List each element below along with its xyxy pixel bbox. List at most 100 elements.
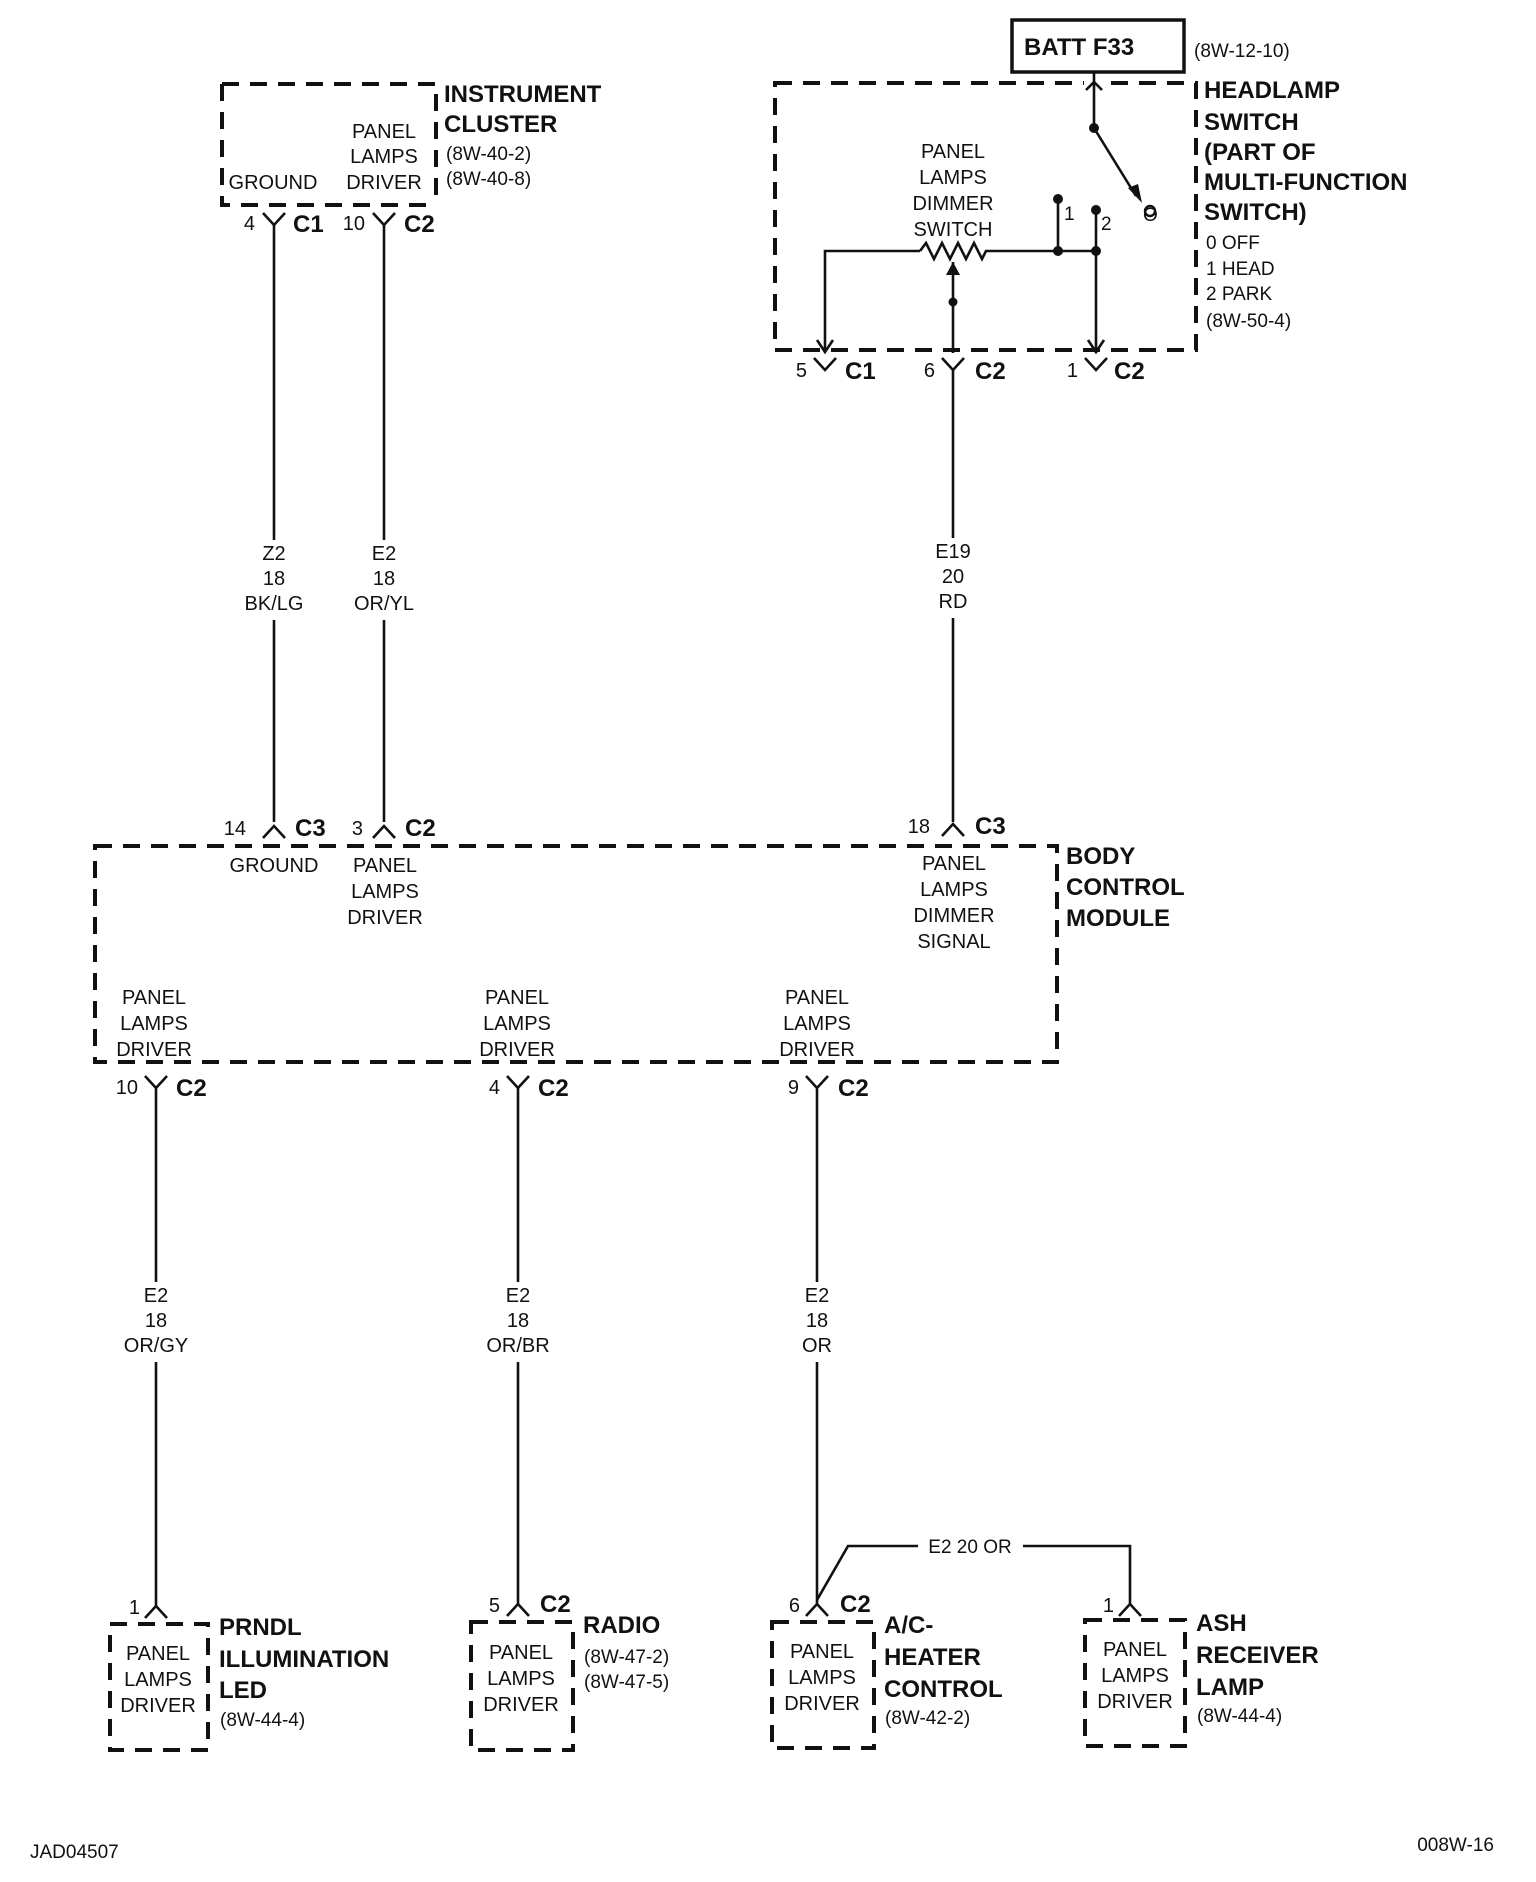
instrument-cluster-ref-2: (8W-40-8)	[446, 169, 531, 190]
fuse-label: BATT F33	[1024, 34, 1134, 61]
bcm-top-dimmer-conn: C3	[975, 813, 1006, 840]
wire-code: Z2	[262, 543, 285, 565]
load-2-inner-2: LAMPS	[788, 1667, 856, 1689]
hs-conn-b-pin: 6	[924, 360, 935, 382]
load-2-title-1: A/C-	[884, 1612, 933, 1639]
connector-female-icon	[262, 212, 286, 227]
load-3-ref-1: (8W-44-4)	[1197, 1706, 1282, 1727]
load-3-inner-1: PANEL	[1103, 1639, 1167, 1661]
ash-receiver-lamp: 1 PANEL LAMPS DRIVER ASH RECEIVER LAMP (…	[1083, 1595, 1319, 1748]
junction-dot	[1091, 246, 1101, 256]
instrument-cluster-title-2: CLUSTER	[444, 111, 557, 138]
headlamp-position-0: 0 OFF	[1206, 233, 1260, 254]
bcm-bottom-1-pin: 4	[489, 1077, 500, 1099]
wire-gauge: 18	[507, 1310, 529, 1332]
wire-label-e2-oryl: E2 18 OR/YL	[354, 543, 414, 615]
headlamp-ref: (8W-50-4)	[1206, 311, 1291, 332]
bcm-top-driver-label-1: PANEL	[353, 855, 417, 877]
bcm-bottom-2-pin: 9	[788, 1077, 799, 1099]
load-0-inner-3: DRIVER	[120, 1695, 196, 1717]
connector-male-icon	[372, 824, 396, 839]
load-2-title-3: CONTROL	[884, 1676, 1003, 1703]
fuse-batt-f33: BATT F33 (8W-12-10)	[1010, 18, 1290, 74]
fuse-ref: (8W-12-10)	[1194, 41, 1290, 62]
bcm-bottom-2-label-1: PANEL	[785, 987, 849, 1009]
load-0-title-2: ILLUMINATION	[219, 1646, 389, 1673]
bcm-bottom-0-conn: C2	[176, 1075, 207, 1102]
load-1-title-1: RADIO	[583, 1612, 660, 1639]
switch-contact-2-label: 2	[1101, 214, 1112, 235]
switch-blade	[1092, 127, 1138, 197]
bcm-bottom-2-label-2: LAMPS	[783, 1013, 851, 1035]
bcm-top-dimmer-label-3: DIMMER	[913, 905, 994, 927]
footer-left-code: JAD04507	[30, 1842, 119, 1863]
headlamp-title-3: (PART OF	[1204, 139, 1316, 166]
instrument-cluster: INSTRUMENT CLUSTER (8W-40-2) (8W-40-8) G…	[220, 81, 602, 238]
bcm-top-driver-label-2: LAMPS	[351, 881, 419, 903]
wire-gauge: 18	[373, 568, 395, 590]
bcm-top-dimmer-label-2: LAMPS	[920, 879, 988, 901]
connector-male-icon	[805, 1602, 829, 1617]
headlamp-switch: HEADLAMP SWITCH (PART OF MULTI-FUNCTION …	[773, 72, 1408, 385]
load-3-inner-3: DRIVER	[1097, 1691, 1173, 1713]
splice-wire-label: E2 20 OR	[928, 1537, 1011, 1558]
load-1-ref-1: (8W-47-2)	[584, 1647, 669, 1668]
hs-conn-c-pin: 1	[1067, 360, 1078, 382]
switch-contact-0	[1143, 204, 1157, 218]
wire-color: BK/LG	[245, 593, 304, 615]
dimmer-label-3: DIMMER	[912, 193, 993, 215]
headlamp-position-2: 2 PARK	[1206, 284, 1273, 305]
bcm-top-ground-conn: C3	[295, 815, 326, 842]
dimmer-left-wire	[823, 249, 920, 352]
bcm-bottom-0-label-3: DRIVER	[116, 1039, 192, 1061]
load-1-conn: C2	[540, 1591, 571, 1618]
cluster-driver-pin: 10	[343, 213, 365, 235]
dimmer-label-1: PANEL	[921, 141, 985, 163]
instrument-cluster-ground-label: GROUND	[229, 172, 318, 194]
cluster-ground-pin: 4	[244, 213, 255, 235]
wire-label-z2: Z2 18 BK/LG	[245, 543, 304, 615]
wire-gauge: 18	[145, 1310, 167, 1332]
hs-conn-c-conn: C2	[1114, 358, 1145, 385]
load-1-inner-3: DRIVER	[483, 1694, 559, 1716]
junction-dot	[1053, 246, 1063, 256]
wire-code: E2	[144, 1285, 168, 1307]
connector-male-icon	[506, 1602, 530, 1617]
load-2-pin: 6	[789, 1595, 800, 1617]
wiper-dot	[948, 297, 958, 307]
hs-conn-b-conn: C2	[975, 358, 1006, 385]
switch-contact-1-label: 1	[1064, 204, 1075, 225]
radio: 5 C2 PANEL LAMPS DRIVER RADIO (8W-47-2) …	[469, 1591, 669, 1752]
wire-code: E2	[506, 1285, 530, 1307]
bcm-top-driver-label-3: DRIVER	[347, 907, 423, 929]
load-3-title-2: RECEIVER	[1196, 1642, 1319, 1669]
headlamp-position-1: 1 HEAD	[1206, 259, 1275, 280]
connector-male-icon	[262, 824, 286, 839]
cluster-driver-conn: C2	[404, 211, 435, 238]
headlamp-title-2: SWITCH	[1204, 109, 1299, 136]
bcm-bottom-1-label-3: DRIVER	[479, 1039, 555, 1061]
bcm-bottom-1-conn: C2	[538, 1075, 569, 1102]
load-3-title-3: LAMP	[1196, 1674, 1264, 1701]
connector-female-icon	[1084, 357, 1108, 372]
wire-code: E2	[805, 1285, 829, 1307]
instrument-cluster-driver-label-2: LAMPS	[350, 146, 418, 168]
wire-label-e19: E19 20 RD	[935, 541, 971, 613]
bcm-top-driver-pin: 3	[352, 818, 363, 840]
load-1-ref-2: (8W-47-5)	[584, 1672, 669, 1693]
connector-male-icon	[1118, 1602, 1142, 1617]
bcm-top-dimmer-pin: 18	[908, 816, 930, 838]
load-0-title-3: LED	[219, 1677, 267, 1704]
cluster-ground-conn: C1	[293, 211, 324, 238]
connector-female-icon	[941, 357, 965, 372]
bcm-bottom-0-label-1: PANEL	[122, 987, 186, 1009]
load-2-inner-3: DRIVER	[784, 1693, 860, 1715]
wire-color: OR/BR	[486, 1335, 549, 1357]
bcm-bottom-1-label-1: PANEL	[485, 987, 549, 1009]
bcm-top-driver-conn: C2	[405, 815, 436, 842]
wire-code: E19	[935, 541, 971, 563]
load-2-inner-1: PANEL	[790, 1641, 854, 1663]
wire-color: OR/YL	[354, 593, 414, 615]
bcm-top-ground-pin: 14	[224, 818, 246, 840]
ac-heater-control: 6 C2 PANEL LAMPS DRIVER A/C- HEATER CONT…	[770, 1591, 1003, 1750]
